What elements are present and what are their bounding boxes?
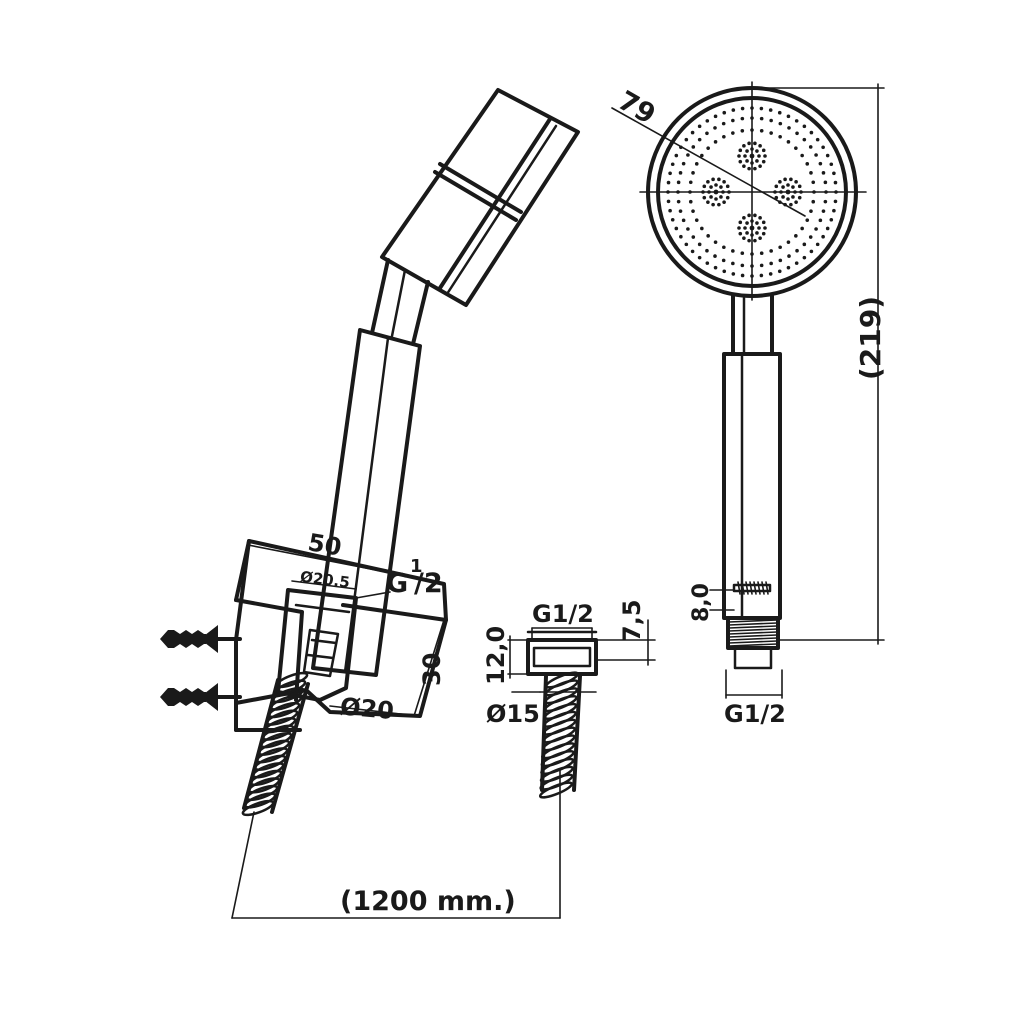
hose-coil [259,732,293,749]
head-diameter-label: 79 [613,85,661,131]
hose-detail [538,671,582,799]
thread-line [728,625,778,629]
wall-plug-icon [160,625,242,653]
thread-line [728,643,778,647]
dimension-lines-holder [231,544,561,919]
hose-diameter-label: Ø20 [339,692,395,725]
overall-length-label: (219) [854,296,887,380]
nut-diameter-label: Ø15 [486,700,540,728]
shower-head-front [611,81,867,301]
thread-line [728,631,778,635]
hose-coil [261,724,295,741]
holder-height-label: 30 [418,653,446,686]
holder-thread-fraction-num: 1 [410,556,423,577]
thread-line [728,640,778,644]
handle-front [709,294,782,670]
handle-body [311,328,422,677]
hose-nut-detail: G1/2 7,5 12,0 Ø15 [482,599,656,799]
hose-coil [273,679,307,696]
thread-line [728,628,778,632]
hose-coil [255,747,289,764]
hose-coil [245,784,279,802]
thread-line [728,634,778,638]
hose-coil [241,799,275,817]
dimension-lines-front [725,83,885,699]
hose-coil [243,792,277,809]
handle-thread-label: G1/2 [724,700,786,728]
hose-coil [263,717,297,734]
hose-length-label: (1200 mm.) [340,886,516,917]
hose-coil [247,777,281,794]
spray-nozzles [666,106,838,278]
hose-side [241,671,310,817]
hose-coil [538,781,574,799]
inner-diameter-label: Ø20.5 [299,568,351,592]
thread-line [728,619,778,623]
holder-thread-fraction-den: /2 [414,568,443,599]
side-view-assembly: 50 Ø20.5 G 1 /2 30 Ø20 (1200 mm.) [160,88,580,919]
thread-line [728,622,778,626]
shower-head-side [380,88,580,307]
hose-coil [267,701,301,719]
hose-coil [269,694,303,711]
nut-thread-label: G1/2 [532,600,594,628]
hose-coil [251,762,285,779]
hose-coil [257,739,291,756]
wall-plug-icon [160,683,242,711]
hose-coil [249,769,283,787]
holder-width-label: 50 [306,528,344,561]
hose-coil [253,754,287,771]
thread-line [728,637,778,641]
hose-coil [271,686,305,704]
wall-holder [234,539,448,732]
holder-thread-label: G [386,568,408,599]
handle-thread-length-label: 8,0 [689,583,714,622]
front-view: 79 (219) 8,0 G1/2 [611,81,887,728]
hose-coil [265,709,299,726]
nut-height-label: 7,5 [618,599,646,642]
nut-length-label: 12,0 [482,626,510,685]
hose-coil [275,671,309,689]
handle-neck [370,258,430,346]
